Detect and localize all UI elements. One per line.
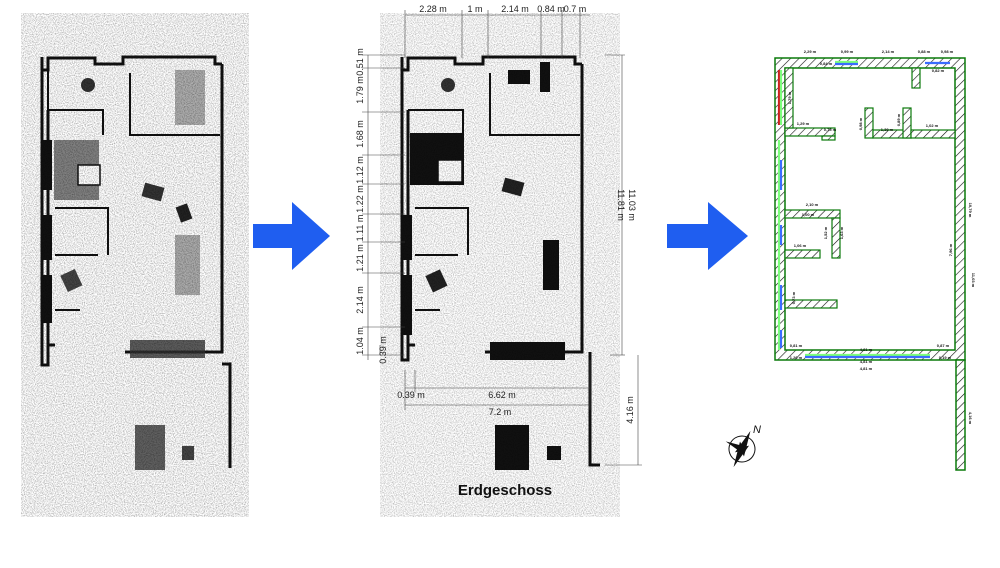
dim-top-5: 0.7 m — [564, 4, 587, 14]
figure-caption: Erdgeschoss — [457, 482, 553, 499]
model-dim-16: 0,75 m — [824, 127, 837, 132]
model-dim-14: 0,19 m — [939, 355, 952, 360]
model-dim-17: 1,39 m — [881, 127, 894, 132]
model-dim-24: 1,79 m — [787, 91, 792, 104]
dim-left-9: 1.04 m — [355, 327, 365, 355]
model-dim-11: 0,81 m — [790, 343, 803, 348]
dim-right-1: 11.81 m — [616, 189, 626, 221]
dim-top-2: 1 m — [467, 4, 482, 14]
model-dim-4: 0,88 m — [918, 49, 931, 54]
model-dim-29: 10,79 m — [968, 203, 973, 218]
model-dim-23: 1,63 m — [839, 226, 844, 239]
wall-model-plan: 2,29 m 0,99 m 2,14 m 0,88 m 0,98 m 0,84 … — [774, 49, 976, 471]
dim-left-6: 1.11 m — [355, 215, 365, 242]
model-dim-31: 4,16 m — [968, 412, 973, 425]
model-dim-15: 1,29 m — [797, 121, 810, 126]
model-dim-27: 0,89 m — [896, 113, 901, 126]
model-dim-6: 0,84 m — [820, 61, 833, 66]
dim-right-3: 4.16 m — [625, 396, 635, 424]
model-dim-26: 0,98 m — [858, 117, 863, 130]
model-dim-1: 2,29 m — [804, 49, 817, 54]
dim-bottom-1: 0.39 m — [397, 390, 425, 400]
dim-top-1: 2.28 m — [419, 4, 447, 14]
dim-left-8: 2.14 m — [355, 286, 365, 314]
arrow-right-icon — [253, 202, 330, 270]
scan-plan-dimensioned: 2.28 m 1 m 2.14 m 0.84 m 0.7 m 0.51 m 1.… — [355, 4, 642, 475]
model-dim-12: 1,20 m — [790, 355, 803, 360]
model-dim-21: 1,06 m — [794, 243, 807, 248]
dim-left-7: 1.21 m — [355, 244, 365, 272]
dim-top-4: 0.84 m — [537, 4, 565, 14]
scan-plan-raw — [40, 55, 232, 475]
model-dim-5: 0,98 m — [941, 49, 954, 54]
model-dim-10: 4,81 m — [860, 366, 873, 371]
model-dim-18: 1,02 m — [926, 123, 939, 128]
north-label: N — [753, 424, 761, 436]
north-arrow-icon — [725, 430, 756, 468]
model-dim-3: 2,14 m — [882, 49, 895, 54]
dim-left-2: 1.79 m — [355, 76, 365, 104]
model-dim-30: 11,03 m — [971, 273, 976, 288]
model-dim-28: 7,96 m — [948, 243, 953, 256]
model-dim-20: 1,00 m — [802, 212, 815, 217]
model-dim-19: 2,10 m — [806, 202, 819, 207]
model-dim-25: 0,73 m — [791, 291, 796, 304]
model-dim-9: 4,81 m — [860, 359, 873, 364]
dim-left-3: 1.68 m — [355, 120, 365, 148]
dim-inner: 0.39 m — [378, 336, 388, 364]
model-dim-22: 1,52 m — [823, 226, 828, 239]
dim-left-4: 1.12 m — [355, 156, 365, 184]
dim-top-3: 2.14 m — [501, 4, 529, 14]
dim-right-2: 11.03 m — [627, 189, 637, 221]
model-dim-2: 0,99 m — [841, 49, 854, 54]
model-dim-13: 0,87 m — [937, 343, 950, 348]
dim-left-5: 1.22 m — [355, 185, 365, 213]
arrow-right-icon — [667, 202, 748, 270]
dim-bottom-3: 7.2 m — [489, 407, 512, 417]
dim-left-1: 0.51 m — [355, 48, 365, 76]
dim-bottom-2: 6.62 m — [488, 390, 516, 400]
model-dim-8: 4,81 m — [860, 347, 873, 352]
model-dim-7: 0,82 m — [932, 68, 945, 73]
